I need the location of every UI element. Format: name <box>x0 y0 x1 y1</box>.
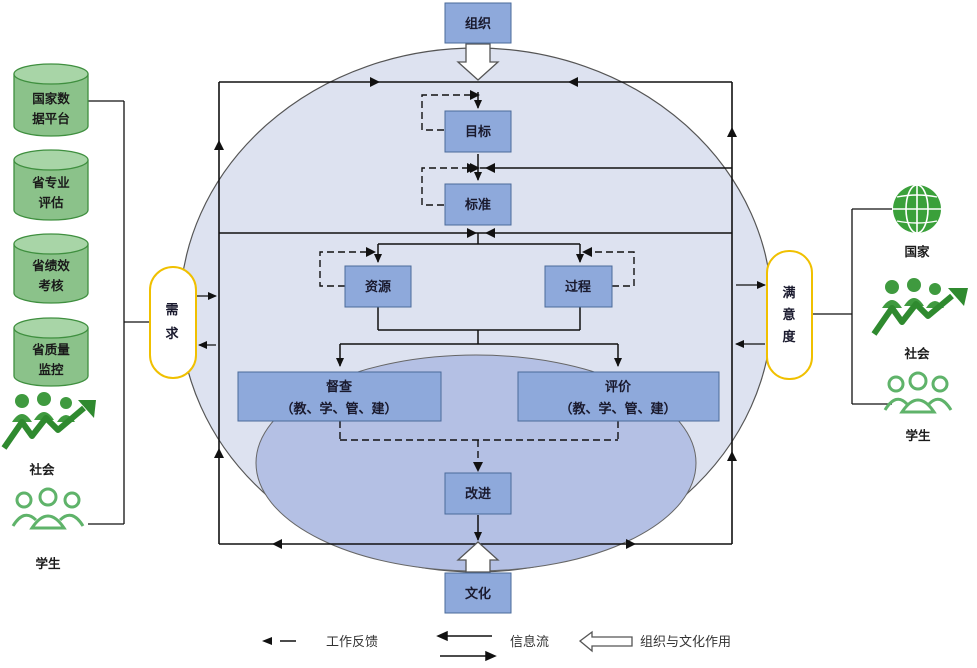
left-society-label: 社会 <box>28 462 55 477</box>
legend: 工作反馈 信息流 组织与文化作用 <box>262 630 731 662</box>
right-nation-label: 国家 <box>904 244 930 259</box>
org-box: 组织 <box>444 2 512 44</box>
right-society-label: 社会 <box>903 346 930 361</box>
improve-label: 改进 <box>465 486 491 502</box>
improve-box: 改进 <box>444 472 512 515</box>
students-group-icon <box>11 487 85 530</box>
culture-box: 文化 <box>444 572 512 614</box>
database-cylinder-icon: 省质量 监控 <box>13 317 89 387</box>
source-2-line-2: 评估 <box>38 195 64 210</box>
supervise-box: 督查 （教、学、管、建） <box>237 371 442 422</box>
satisfaction-char-1: 满 <box>782 285 795 301</box>
satisfaction-char-3: 度 <box>782 329 796 345</box>
legend-org-culture-label: 组织与文化作用 <box>640 635 731 650</box>
central-flow-lines <box>336 92 622 541</box>
left-bracket-lines <box>88 100 217 525</box>
database-cylinder-icon: 国家数 据平台 <box>13 63 89 137</box>
left-student-label: 学生 <box>35 556 61 571</box>
evaluate-box: 评价 （教、学、管、建） <box>517 371 720 422</box>
legend-hollow-arrow-symbol <box>578 630 633 653</box>
source-4-line-1: 省质量 <box>31 342 70 357</box>
evaluate-scope: （教、学、管、建） <box>559 401 676 417</box>
legend-info-flow-label: 信息流 <box>510 634 549 650</box>
main-loop-lines <box>218 81 733 545</box>
database-cylinder-icon: 省绩效 考核 <box>13 233 89 304</box>
resource-box: 资源 <box>344 265 412 308</box>
data-source-cylinders: 国家数 据平台 省专业 评估 省绩效 考核 省质量 监控 <box>13 63 89 387</box>
dashed-feedback-lines <box>319 94 635 466</box>
dashed-arrowheads <box>366 90 592 472</box>
process-label: 过程 <box>565 279 591 295</box>
globe-icon <box>893 184 941 234</box>
legend-feedback-symbol <box>262 637 296 645</box>
process-box: 过程 <box>544 265 613 308</box>
source-3-line-2: 考核 <box>38 278 64 293</box>
right-lines <box>735 208 892 405</box>
culture-hollow-arrow <box>456 541 500 573</box>
standard-box: 标准 <box>444 183 512 226</box>
source-3-line-1: 省绩效 <box>31 258 70 273</box>
supervise-scope: （教、学、管、建） <box>280 401 397 417</box>
students-group-icon <box>883 371 953 414</box>
goal-box: 目标 <box>444 110 512 153</box>
society-growth-icon <box>1 392 96 450</box>
org-hollow-arrow <box>456 43 500 81</box>
society-growth-icon <box>871 278 968 336</box>
standard-label: 标准 <box>464 197 491 213</box>
database-cylinder-icon: 省专业 评估 <box>13 149 89 221</box>
demand-char-1: 需 <box>165 303 178 318</box>
loop-arrowheads <box>214 77 737 549</box>
satisfaction-capsule: 满 意 度 <box>766 250 813 380</box>
goal-label: 目标 <box>465 124 491 140</box>
demand-capsule: 需 求 <box>149 266 197 379</box>
source-1-line-2: 据平台 <box>32 111 70 126</box>
source-2-line-1: 省专业 <box>31 175 70 190</box>
supervise-title: 督查 <box>326 379 353 395</box>
right-student-label: 学生 <box>905 428 931 443</box>
source-4-line-2: 监控 <box>38 362 64 377</box>
resource-label: 资源 <box>365 279 391 295</box>
legend-feedback-label: 工作反馈 <box>326 635 378 650</box>
evaluate-title: 评价 <box>605 380 632 395</box>
legend-info-flow-symbol <box>436 630 497 662</box>
org-label: 组织 <box>465 16 491 32</box>
satisfaction-char-2: 意 <box>782 307 795 323</box>
demand-char-2: 求 <box>165 326 179 342</box>
source-1-line-1: 国家数 <box>32 91 70 106</box>
culture-label: 文化 <box>465 586 491 602</box>
